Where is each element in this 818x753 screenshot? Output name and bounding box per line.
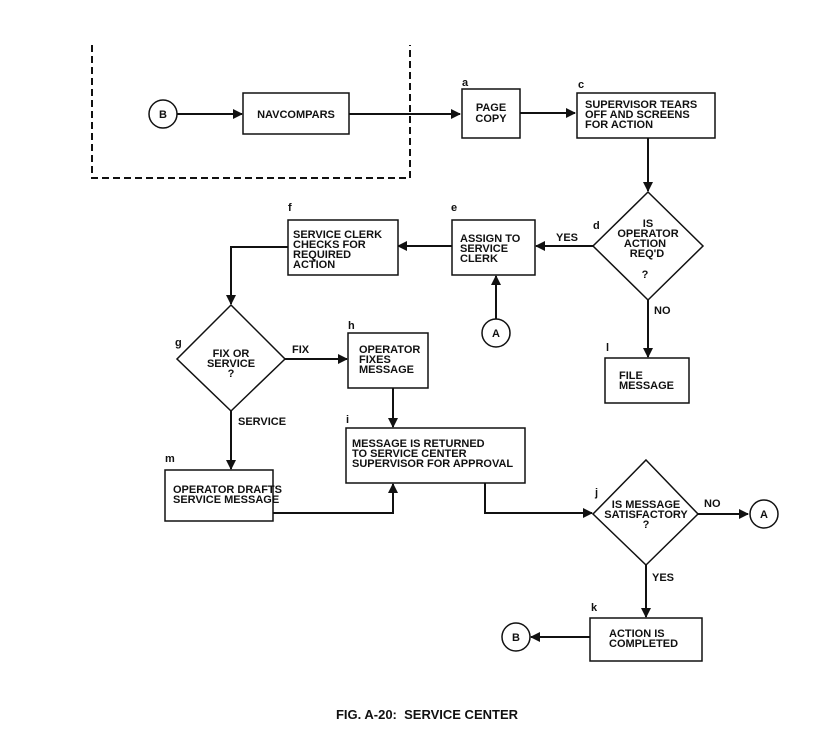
- node-text-line: ?: [643, 519, 650, 531]
- node-text-line: FOR ACTION: [585, 119, 653, 131]
- external-system-boundary: [91, 45, 411, 179]
- node-text-line: OPERATOR DRAFTS: [173, 484, 282, 496]
- node-text-line: ACTION: [624, 238, 666, 250]
- node-text-line: OPERATOR: [359, 344, 420, 356]
- connector-b-end: B: [501, 622, 531, 652]
- process-box: [451, 219, 536, 276]
- node-text-line: MESSAGE: [359, 364, 414, 376]
- node-text-line: ?: [228, 368, 235, 380]
- node-text-line: FIX OR: [213, 348, 250, 360]
- connector-a-in: A: [481, 318, 511, 348]
- figure-caption: FIG. A-20: SERVICE CENTER: [336, 707, 519, 722]
- edge-label-no: NO: [654, 305, 671, 317]
- edge-label-yes: YES: [556, 232, 578, 244]
- node-text-line: TO SERVICE CENTER: [352, 448, 467, 460]
- edge-f-to-g: [226, 246, 288, 305]
- step-label: e: [451, 202, 457, 214]
- step-label: l: [606, 342, 609, 354]
- node-l-file-message: l FILE MESSAGE: [604, 342, 690, 404]
- node-text-line: SATISFACTORY: [604, 509, 688, 521]
- process-box: [287, 219, 399, 276]
- edge-label-no: NO: [704, 498, 721, 510]
- process-box: [589, 617, 703, 662]
- node-text-line: SERVICE: [460, 243, 508, 255]
- node-c-supervisor-screens: c SUPERVISOR TEARS OFF AND SCREENS FOR A…: [576, 79, 716, 139]
- node-text-line: CLERK: [460, 253, 498, 265]
- node-k-action-completed: k ACTION IS COMPLETED: [589, 602, 703, 662]
- node-text-line: REQUIRED: [293, 249, 351, 261]
- connector-label: B: [512, 632, 520, 644]
- connector-circle: [501, 622, 531, 652]
- process-box: [242, 92, 350, 135]
- node-text-line: REQ'D: [630, 248, 664, 260]
- step-label: j: [594, 487, 598, 499]
- node-text-line: IS MESSAGE: [612, 499, 680, 511]
- edge-m-to-i: [273, 483, 398, 514]
- node-text: NAVCOMPARS: [257, 109, 335, 121]
- node-i-message-returned: i MESSAGE IS RETURNED TO SERVICE CENTER …: [345, 414, 526, 484]
- node-m-operator-drafts: m OPERATOR DRAFTS SERVICE MESSAGE: [164, 453, 282, 522]
- node-text-line: ACTION: [293, 259, 335, 271]
- node-text-line: ACTION IS: [609, 628, 665, 640]
- connector-a-out: A: [749, 499, 779, 529]
- connector-label: A: [760, 509, 768, 521]
- node-text-line: FILE: [619, 370, 643, 382]
- process-box: [604, 357, 690, 404]
- node-a-page-copy: a PAGE COPY: [461, 77, 521, 139]
- edge-label-service: SERVICE: [238, 416, 286, 428]
- process-box: [345, 427, 526, 484]
- node-text-line: ?: [642, 269, 649, 281]
- edge-label-yes: YES: [652, 572, 674, 584]
- step-label: i: [346, 414, 349, 426]
- decision-j-message-satisfactory: j IS MESSAGE SATISFACTORY ?: [591, 458, 700, 567]
- step-label: m: [165, 453, 175, 465]
- node-text-line: SERVICE CLERK: [293, 229, 382, 241]
- connector-circle: [749, 499, 779, 529]
- process-box: [576, 92, 716, 139]
- node-f-clerk-checks: f SERVICE CLERK CHECKS FOR REQUIRED ACTI…: [287, 202, 399, 276]
- step-label: c: [578, 79, 584, 91]
- edge-i-to-j: [484, 483, 593, 518]
- connector-label: B: [159, 109, 167, 121]
- node-text-line: SERVICE: [207, 358, 255, 370]
- node-text-line: MESSAGE IS RETURNED: [352, 438, 485, 450]
- node-navcompars: NAVCOMPARS: [242, 92, 350, 135]
- decision-d-operator-action: d IS OPERATOR ACTION REQ'D ?: [591, 190, 705, 302]
- step-label: d: [593, 220, 600, 232]
- node-text-line: SUPERVISOR FOR APPROVAL: [352, 458, 513, 470]
- step-label: h: [348, 320, 355, 332]
- process-box: [164, 469, 274, 522]
- process-box: [347, 332, 429, 389]
- step-label: a: [462, 77, 469, 89]
- step-label: k: [591, 602, 598, 614]
- node-text-line: CHECKS FOR: [293, 239, 366, 251]
- connector-b-start: B: [148, 99, 178, 129]
- connector-label: A: [492, 328, 500, 340]
- node-text-line: OPERATOR: [617, 228, 678, 240]
- node-text-line: OFF AND SCREENS: [585, 109, 690, 121]
- node-h-operator-fixes: h OPERATOR FIXES MESSAGE: [347, 320, 429, 389]
- step-label: g: [175, 337, 182, 349]
- node-text-line: PAGE: [476, 102, 506, 114]
- node-text-line: SUPERVISOR TEARS: [585, 99, 697, 111]
- decision-g-fix-or-service: g FIX OR SERVICE ?: [175, 303, 287, 413]
- node-text-line: MESSAGE: [619, 380, 674, 392]
- node-text-line: SERVICE MESSAGE: [173, 494, 279, 506]
- node-text-line: COMPLETED: [609, 638, 678, 650]
- edge-label-fix: FIX: [292, 344, 310, 356]
- step-label: f: [288, 202, 292, 214]
- node-text-line: IS: [643, 218, 653, 230]
- node-text-line: ASSIGN TO: [460, 233, 521, 245]
- node-text-line: FIXES: [359, 354, 391, 366]
- node-e-assign-clerk: e ASSIGN TO SERVICE CLERK: [451, 202, 536, 276]
- node-text-line: COPY: [475, 113, 507, 125]
